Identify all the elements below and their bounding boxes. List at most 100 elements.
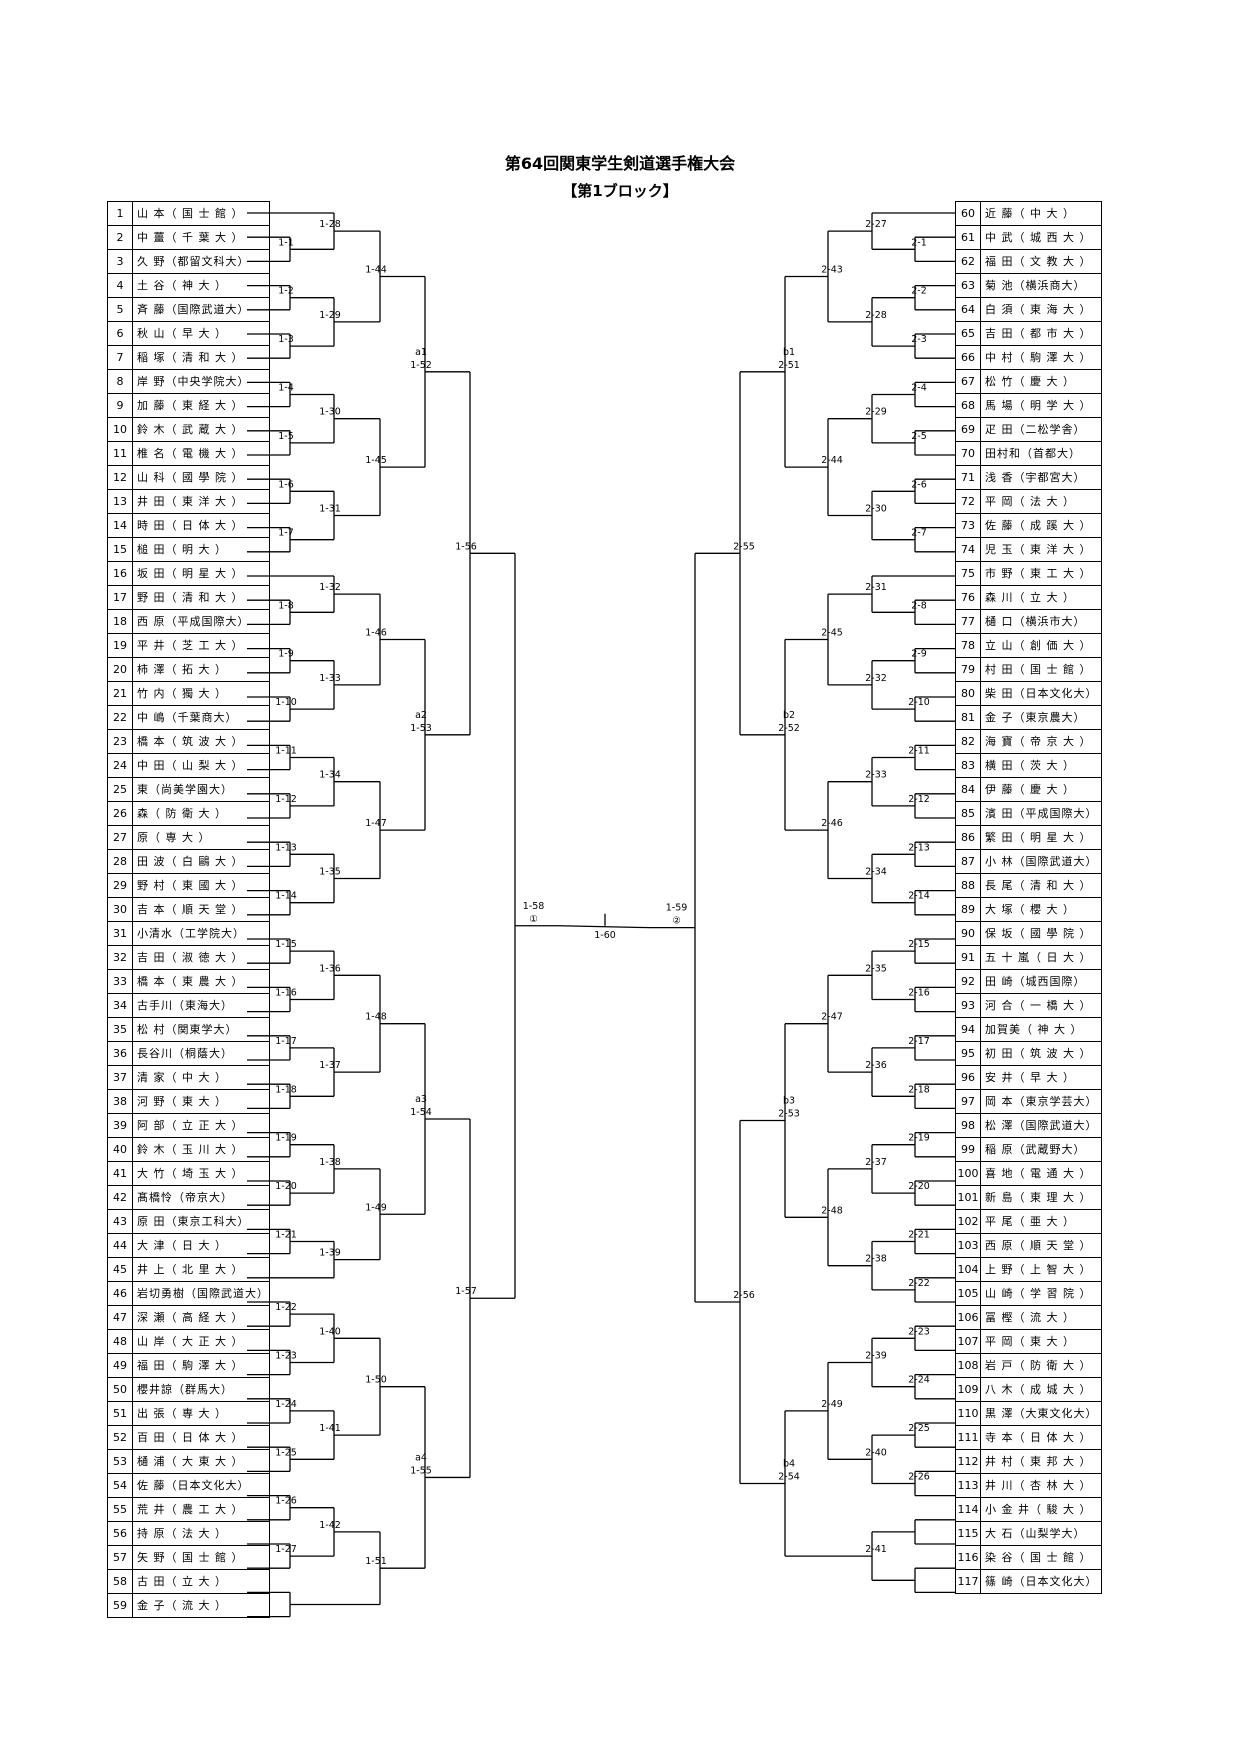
entry-name: 槌 田（ 明 大 ） — [132, 537, 270, 562]
match-label: 1-10 — [275, 697, 297, 708]
entry-name: 松 村（関東学大） — [132, 1017, 270, 1042]
entry-name: 村 田（ 国 士 館 ） — [980, 657, 1102, 682]
match-label: 2-5 — [911, 431, 927, 442]
match-label: ① — [529, 914, 538, 925]
entry-name: 吉 田（ 都 市 大 ） — [980, 321, 1102, 346]
match-label: 1-53 — [410, 723, 432, 734]
entry-name: 西 原（ 順 天 堂 ） — [980, 1233, 1102, 1258]
entry-name: 中 武（ 城 西 大 ） — [980, 225, 1102, 250]
match-label: 1-23 — [275, 1351, 297, 1362]
entry-name: 横 田（ 茨 大 ） — [980, 753, 1102, 778]
entry-name: 柿 澤（ 拓 大 ） — [132, 657, 270, 682]
match-label: 2-53 — [778, 1109, 800, 1120]
entry-name: 樋 浦（ 大 東 大 ） — [132, 1449, 270, 1474]
match-label: 1-3 — [278, 334, 294, 345]
entry-name: 岩 戸（ 防 衛 大 ） — [980, 1353, 1102, 1378]
match-label: 1-30 — [319, 407, 341, 418]
entry-name: 中 薑（ 千 葉 大 ） — [132, 225, 270, 250]
match-label: 2-35 — [865, 963, 887, 974]
entry-name: 大 竹（ 埼 玉 大 ） — [132, 1161, 270, 1186]
entry-name: 繁 田（ 明 星 大 ） — [980, 825, 1102, 850]
entry-number: 75 — [955, 561, 981, 586]
bracket-line — [559, 925, 651, 929]
entry-number: 54 — [107, 1473, 133, 1498]
match-label: 2-6 — [911, 479, 927, 490]
entry-number: 52 — [107, 1425, 133, 1450]
match-label: 1-5 — [278, 431, 294, 442]
match-label: 1-19 — [275, 1133, 297, 1144]
entry-name: 古 田（ 立 大 ） — [132, 1569, 270, 1594]
entry-name: 上 野（ 上 智 大 ） — [980, 1257, 1102, 1282]
entry-name: 井 村（ 東 邦 大 ） — [980, 1449, 1102, 1474]
entry-number: 90 — [955, 921, 981, 946]
entry-number: 63 — [955, 273, 981, 298]
entry-name: 百 田（ 日 体 大 ） — [132, 1425, 270, 1450]
entry-name: 初 田（ 筑 波 大 ） — [980, 1041, 1102, 1066]
entry-number: 9 — [107, 393, 133, 418]
entry-number: 22 — [107, 705, 133, 730]
match-label: 1-32 — [319, 582, 341, 593]
match-label: 1-52 — [410, 360, 432, 371]
entry-name: 佐 藤（ 成 蹊 大 ） — [980, 513, 1102, 538]
entry-name: 清 家（ 中 大 ） — [132, 1065, 270, 1090]
match-label: 2-28 — [865, 310, 887, 321]
match-label: 1-46 — [365, 628, 387, 639]
match-label: 2-19 — [908, 1133, 930, 1144]
entry-name: 平 岡（ 東 大 ） — [980, 1329, 1102, 1354]
entry-name: 金 子（東京農大） — [980, 705, 1102, 730]
entry-number: 58 — [107, 1569, 133, 1594]
entry-name: 竹 内（ 獨 大 ） — [132, 681, 270, 706]
match-label: 1-50 — [365, 1375, 387, 1386]
entry-name: 原（ 専 大 ） — [132, 825, 270, 850]
match-label: 2-3 — [911, 334, 927, 345]
match-label: 2-15 — [908, 939, 930, 950]
match-label: 2-33 — [865, 770, 887, 781]
match-label: 2-20 — [908, 1181, 930, 1192]
entry-name: 田 崎（城西国際） — [980, 969, 1102, 994]
entry-name: 野 村（ 東 國 大 ） — [132, 873, 270, 898]
entry-number: 59 — [107, 1593, 133, 1618]
match-label: 2-23 — [908, 1326, 930, 1337]
match-label: 2-43 — [821, 265, 843, 276]
match-label: a1 — [415, 347, 427, 358]
entry-name: 保 坂（ 國 學 院 ） — [980, 921, 1102, 946]
match-label: 2-29 — [865, 407, 887, 418]
match-label: 2-4 — [911, 383, 927, 394]
entry-name: 長谷川（桐蔭大） — [132, 1041, 270, 1066]
entry-name: 伊 藤（ 慶 大 ） — [980, 777, 1102, 802]
entry-number: 4 — [107, 273, 133, 298]
entry-name: 坂 田（ 明 星 大 ） — [132, 561, 270, 586]
entry-number: 64 — [955, 297, 981, 322]
match-label: 1-45 — [365, 455, 387, 466]
entry-number: 66 — [955, 345, 981, 370]
entry-number: 37 — [107, 1065, 133, 1090]
entry-number: 69 — [955, 417, 981, 442]
match-label: 1-34 — [319, 770, 341, 781]
entry-number: 96 — [955, 1065, 981, 1090]
entry-name: 喜 地（ 電 通 大 ） — [980, 1161, 1102, 1186]
match-label: 2-47 — [821, 1012, 843, 1023]
match-label: 1-38 — [319, 1157, 341, 1168]
match-label: 1-6 — [278, 479, 294, 490]
match-label: 2-45 — [821, 628, 843, 639]
match-label: 2-34 — [865, 867, 887, 878]
match-label: 1-41 — [319, 1423, 341, 1434]
match-label: 1-21 — [275, 1230, 297, 1241]
